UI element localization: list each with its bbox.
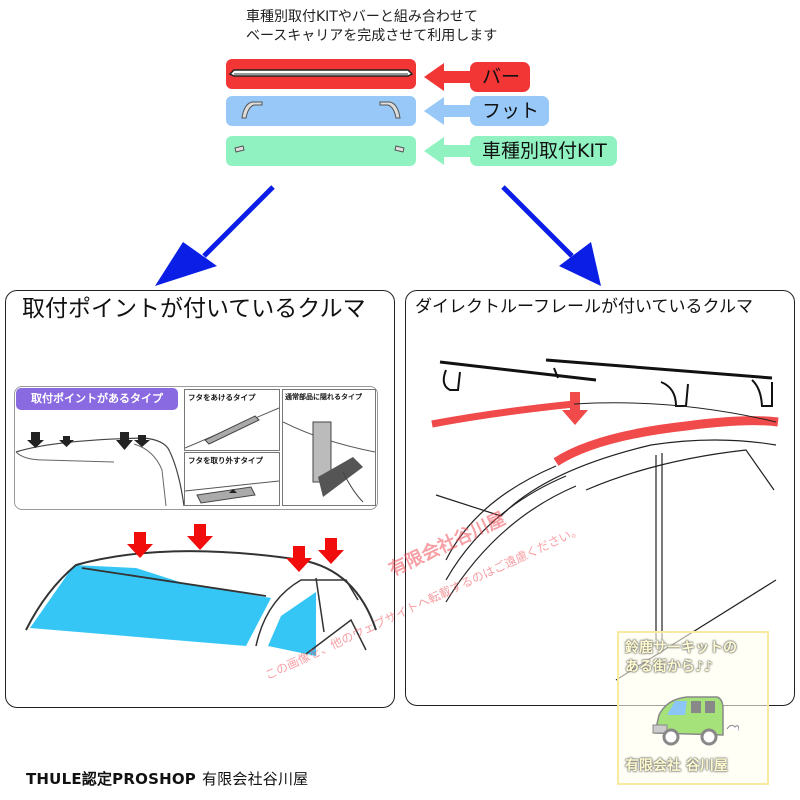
stamp-company: 有限会社 谷川屋 — [625, 758, 728, 774]
kit-label: 車種別取付KIT — [470, 136, 617, 166]
intro-text: 車種別取付KITやバーと組み合わせて ベースキャリアを完成させて利用します — [246, 8, 497, 46]
van-icon — [652, 696, 739, 746]
bar-label: バー — [470, 62, 531, 92]
footer-shop-name: 有限会社谷川屋 — [201, 770, 309, 788]
red-mount-arrows — [127, 524, 344, 572]
sedan-roof-illustration — [25, 524, 377, 656]
arrow-down-left-icon — [155, 185, 275, 286]
arrow-left-icon — [424, 63, 472, 91]
remove-lid-type-box: フタを取り外すタイプ — [184, 452, 280, 506]
intro-line-2: ベースキャリアを完成させて利用します — [246, 28, 498, 44]
stamp-line-2: ある街から♪♪ — [625, 659, 713, 675]
branch-arrows — [155, 185, 601, 286]
direct-rail-illustration — [431, 358, 779, 681]
fixpoint-type-tag: 取付ポイントがあるタイプ — [16, 388, 178, 410]
footer-brand: THULE認定PROSHOP 有限会社谷川屋 — [26, 768, 308, 789]
open-lid-sketch — [185, 407, 279, 449]
foot-label: フット — [470, 96, 550, 126]
fixpoint-panel-title: 取付ポイントが付いているクルマ — [22, 296, 366, 322]
arrow-left-icon — [424, 97, 472, 125]
remove-lid-sketch — [185, 480, 279, 504]
bar-strip — [226, 59, 416, 89]
kit-strip — [226, 136, 416, 166]
roof-rail-rear — [431, 400, 575, 428]
rail-arrow-icon — [562, 392, 588, 425]
stamp-line-1: 鈴鹿サーキットの — [625, 640, 737, 656]
arrow-left-icon — [424, 137, 472, 165]
open-lid-type-box: フタをあけるタイプ — [184, 389, 280, 451]
footer-proshop: THULE認定PROSHOP — [26, 770, 196, 788]
direct-rail-panel-title: ダイレクトルーフレールが付いているクルマ — [415, 297, 753, 317]
windshield-glass — [30, 565, 271, 646]
mount-point-arrows — [27, 432, 150, 450]
roof-rack-bars — [439, 358, 773, 407]
foot-strip — [226, 96, 416, 126]
fitting-kit-icon — [234, 145, 405, 153]
open-lid-type-label: フタをあけるタイプ — [188, 393, 256, 402]
hidden-part-sketch — [283, 421, 375, 503]
sedan-sketch — [15, 432, 184, 506]
remove-lid-type-label: フタを取り外すタイプ — [188, 456, 263, 465]
roof-bar-icon — [228, 69, 414, 77]
side-window-glass — [268, 592, 316, 656]
shop-stamp: 鈴鹿サーキットの ある街から♪♪ 有限会社 谷川屋 — [617, 631, 769, 785]
arrow-down-right-icon — [501, 185, 601, 286]
hidden-part-type-label: 通常部品に隠れるタイプ — [285, 393, 362, 401]
foot-icon — [241, 101, 401, 119]
hidden-part-type-box: 通常部品に隠れるタイプ — [282, 389, 376, 506]
intro-line-1: 車種別取付KITやバーと組み合わせて — [246, 9, 478, 25]
roof-rail-front — [553, 416, 779, 466]
